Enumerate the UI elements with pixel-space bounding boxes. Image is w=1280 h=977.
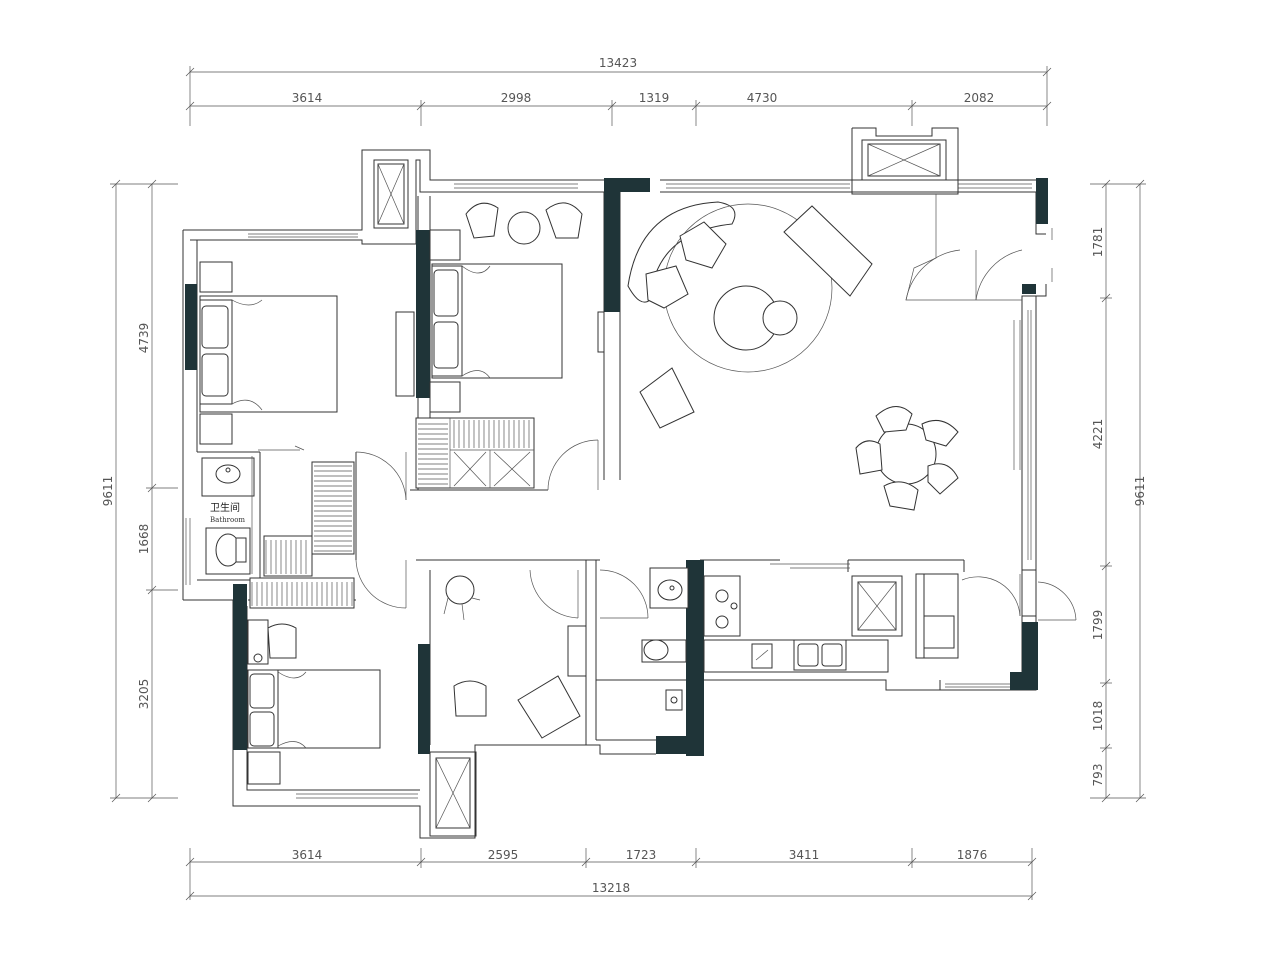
bathroom-1: 卫生间 Bathroom bbox=[201, 456, 255, 575]
structural-columns bbox=[185, 178, 1048, 756]
ac-units bbox=[373, 127, 959, 837]
bedroom-3 bbox=[247, 619, 381, 785]
study bbox=[443, 575, 587, 739]
dim-right-total: 9611 bbox=[1133, 476, 1147, 507]
dim-left-3: 3205 bbox=[137, 679, 151, 710]
kitchen bbox=[703, 573, 959, 673]
left-dimensions: 9611 4739 1668 3205 bbox=[101, 179, 178, 803]
right-dimensions: 9611 1781 4221 1799 1018 793 bbox=[1090, 179, 1147, 803]
bedroom-1 bbox=[199, 261, 415, 451]
dim-bottom-5: 1876 bbox=[957, 848, 988, 862]
doors bbox=[355, 194, 1077, 621]
top-dimensions: 13423 3614 2998 1319 4730 2082 bbox=[185, 56, 1052, 126]
dim-top-1: 3614 bbox=[292, 91, 323, 105]
living-room bbox=[627, 201, 873, 429]
dim-right-1: 1781 bbox=[1091, 227, 1105, 258]
dim-bottom-1: 3614 bbox=[292, 848, 323, 862]
dim-bottom-3: 1723 bbox=[626, 848, 657, 862]
dim-bottom-total: 13218 bbox=[592, 881, 630, 895]
dim-bottom-4: 3411 bbox=[789, 848, 820, 862]
dim-top-total: 13423 bbox=[599, 56, 637, 70]
dim-bottom-2: 2595 bbox=[488, 848, 519, 862]
dining-set bbox=[855, 406, 959, 511]
dim-top-3: 1319 bbox=[639, 91, 670, 105]
dim-right-3: 1799 bbox=[1091, 610, 1105, 641]
bathroom-2 bbox=[641, 567, 689, 711]
bedroom-2 bbox=[415, 202, 605, 489]
dim-right-2: 4221 bbox=[1091, 419, 1105, 450]
dim-left-2: 1668 bbox=[137, 524, 151, 555]
dim-left-1: 4739 bbox=[137, 323, 151, 354]
dim-top-2: 2998 bbox=[501, 91, 532, 105]
dim-right-5: 793 bbox=[1091, 764, 1105, 787]
wardrobe-rails-1 bbox=[418, 420, 530, 485]
bathroom-label-en: Bathroom bbox=[210, 516, 245, 524]
dim-left-total: 9611 bbox=[101, 476, 115, 507]
bathroom-label-cn: 卫生间 bbox=[210, 501, 240, 514]
dim-top-5: 2082 bbox=[964, 91, 995, 105]
closet-rails bbox=[249, 461, 355, 609]
dim-top-4: 4730 bbox=[747, 91, 778, 105]
dim-right-4: 1018 bbox=[1091, 701, 1105, 732]
bottom-dimensions: 3614 2595 1723 3411 1876 13218 bbox=[185, 848, 1037, 901]
